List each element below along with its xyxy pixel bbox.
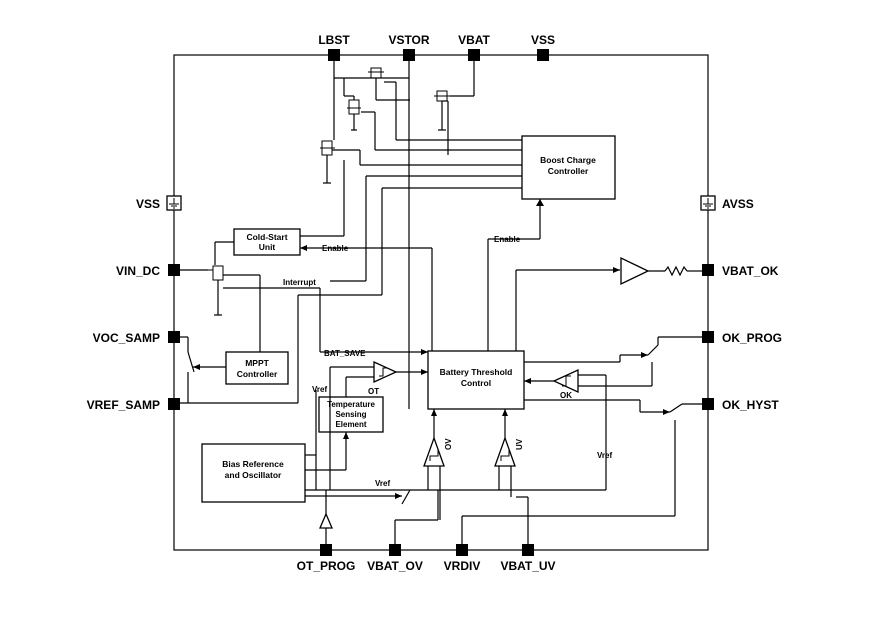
pin-vbat: [468, 49, 480, 61]
coldstart-label-1: Cold-Start: [246, 232, 287, 242]
pin-label-avss: AVSS: [722, 197, 754, 211]
pin-ok-prog: [702, 331, 714, 343]
interrupt-label: Interrupt: [283, 278, 316, 287]
mppt-label-1: MPPT: [245, 358, 269, 368]
pin-vss-top: [537, 49, 549, 61]
boost-label-2: Controller: [548, 166, 589, 176]
pin-label-vss-left: VSS: [136, 197, 160, 211]
pin-voc-samp: [168, 331, 180, 343]
pin-vin-dc: [168, 264, 180, 276]
battery-threshold-control: [427, 350, 525, 410]
ground-icon: [169, 198, 179, 209]
ot-comparator: [373, 360, 398, 384]
pin-label-vbat-ov: VBAT_OV: [367, 559, 423, 573]
pin-vbat-ok: [702, 264, 714, 276]
pin-label-lbst: LBST: [318, 33, 350, 47]
vref-label-right: Vref: [597, 451, 612, 460]
pin-label-vstor: VSTOR: [388, 33, 429, 47]
ground-icon: [703, 198, 713, 209]
pin-label-voc-samp: VOC_SAMP: [93, 331, 160, 345]
pin-lbst: [328, 49, 340, 61]
temp-label-1: Temperature: [327, 400, 375, 409]
pin-label-vbat-ok: VBAT_OK: [722, 264, 779, 278]
pin-label-vrdiv: VRDIV: [444, 559, 481, 573]
bias-label-1: Bias Reference: [222, 459, 284, 469]
enable-label-boost: Enable: [494, 235, 521, 244]
temp-label-3: Element: [335, 420, 366, 429]
ov-comparator: [423, 436, 445, 467]
boost-charge-controller: [521, 135, 616, 200]
coldstart-label-2: Unit: [259, 242, 276, 252]
pin-ok-hyst: [702, 398, 714, 410]
enable-label-coldstart: Enable: [322, 244, 349, 253]
control-wiring: Enable Enable Interrupt BAT_SAVE: [180, 160, 702, 544]
pin-label-vin-dc: VIN_DC: [116, 264, 160, 278]
mppt-label-2: Controller: [237, 369, 278, 379]
chip-outline: [173, 54, 709, 551]
pin-label-vbat: VBAT: [458, 33, 490, 47]
bat-save-label: BAT_SAVE: [324, 349, 366, 358]
pin-vbat-ov: [389, 544, 401, 556]
battery-label-1: Battery Threshold: [440, 367, 513, 377]
pin-label-vref-samp: VREF_SAMP: [87, 398, 160, 412]
vref-label-left: Vref: [312, 385, 327, 394]
bias-reference-oscillator: [201, 443, 306, 503]
battery-label-2: Control: [461, 378, 491, 388]
uv-label: UV: [515, 438, 524, 450]
pin-vref-samp: [168, 398, 180, 410]
pin-label-ot-prog: OT_PROG: [297, 559, 356, 573]
pin-label-ok-prog: OK_PROG: [722, 331, 782, 345]
uv-comparator: [494, 436, 516, 467]
pin-label-vbat-uv: VBAT_UV: [500, 559, 555, 573]
bias-label-2: and Oscillator: [225, 470, 282, 480]
boost-label-1: Boost Charge: [540, 155, 596, 165]
vref-label-bottom: Vref: [375, 479, 390, 488]
mppt-controller: [225, 351, 289, 385]
pin-vbat-uv: [522, 544, 534, 556]
pin-label-vss-top: VSS: [531, 33, 555, 47]
ov-label: OV: [444, 438, 453, 450]
ot-label: OT: [368, 387, 379, 396]
top-power-switches: [320, 61, 522, 409]
resistor-icon: [664, 265, 688, 277]
pin-vrdiv: [456, 544, 468, 556]
pin-vstor: [403, 49, 415, 61]
pin-ot-prog: [320, 544, 332, 556]
temp-label-2: Sensing: [335, 410, 366, 419]
ot-prog-buffer: [319, 512, 333, 529]
ok-label: OK: [560, 391, 572, 400]
pin-label-ok-hyst: OK_HYST: [722, 398, 779, 412]
vbat-ok-buffer: [620, 256, 650, 286]
